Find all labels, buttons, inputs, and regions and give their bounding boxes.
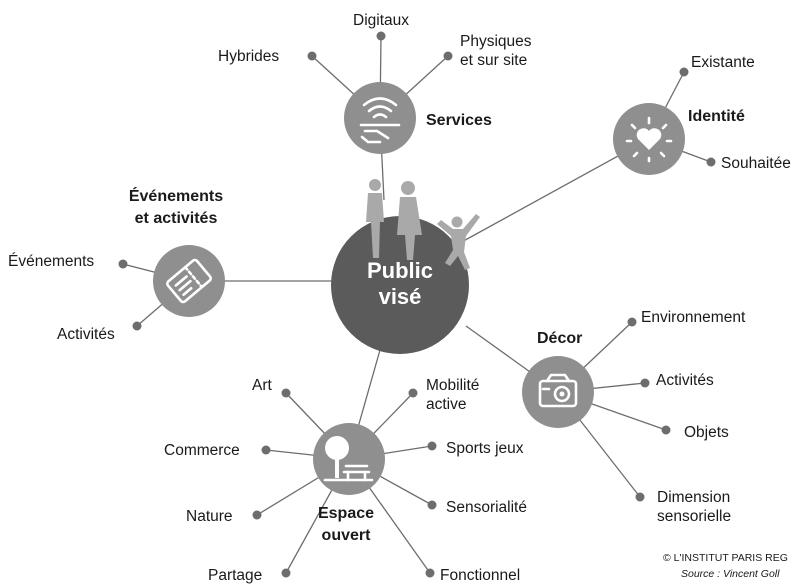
node-dot xyxy=(635,492,645,502)
label-art: Art xyxy=(252,377,273,394)
services-header: Services xyxy=(426,112,492,129)
label-commerce: Commerce xyxy=(164,442,240,459)
label-sensorialite: Sensorialité xyxy=(446,499,527,516)
center-label-line1: Public xyxy=(367,258,433,283)
node-dot xyxy=(132,321,142,331)
node-dot xyxy=(281,568,291,578)
center-node: Public visé xyxy=(331,179,480,354)
credit-line1: © L'INSTITUT PARIS REG xyxy=(663,552,788,564)
node-dot xyxy=(427,441,437,451)
identite-header: Identité xyxy=(688,108,745,125)
node-dot xyxy=(706,157,716,167)
label-partage: Partage xyxy=(208,567,262,584)
label-dimension-line1: Dimension xyxy=(657,489,730,506)
label-digitaux: Digitaux xyxy=(353,12,409,29)
label-dimension-line2: sensorielle xyxy=(657,508,731,525)
evenements-header-line2: et activités xyxy=(135,210,218,227)
label-existante: Existante xyxy=(691,54,755,71)
espace-header-line1: Espace xyxy=(318,505,374,522)
node-dot xyxy=(443,51,453,61)
node-dot xyxy=(427,500,437,510)
label-mobilite-line1: Mobilité xyxy=(426,377,479,394)
node-dot xyxy=(425,568,435,578)
center-circle xyxy=(331,216,469,354)
decor-hub xyxy=(522,356,594,428)
node-dot xyxy=(252,510,262,520)
node-dot xyxy=(640,378,650,388)
label-souhaitee: Souhaitée xyxy=(721,155,791,172)
label-evenements: Événements xyxy=(8,253,94,270)
espace-header-line2: ouvert xyxy=(322,527,372,544)
label-hybrides: Hybrides xyxy=(218,48,279,65)
node-dot xyxy=(281,388,291,398)
label-physiques-line2: et sur site xyxy=(460,52,527,69)
evenements-header-line1: Événements xyxy=(129,186,223,205)
label-mobilite-line2: active xyxy=(426,396,467,413)
label-nature: Nature xyxy=(186,508,233,525)
node-dot xyxy=(408,388,418,398)
label-environnement: Environnement xyxy=(641,309,746,326)
node-dot xyxy=(376,31,386,41)
tree-bench-icon xyxy=(323,436,374,482)
center-label-line2: visé xyxy=(379,284,422,309)
heart-radiating-icon xyxy=(625,116,673,163)
services-node: Services xyxy=(344,82,492,154)
label-physiques-line1: Physiques xyxy=(460,33,532,50)
espace-node: Espace ouvert xyxy=(313,423,385,544)
ticket-icon xyxy=(166,258,212,304)
node-dot xyxy=(261,445,271,455)
label-sports-jeux: Sports jeux xyxy=(446,440,524,457)
decor-header: Décor xyxy=(537,330,582,347)
decor-node: Décor xyxy=(522,330,594,428)
identite-node: Identité xyxy=(613,103,745,175)
label-objets: Objets xyxy=(684,424,729,441)
evenements-node: Événements et activités xyxy=(129,186,225,317)
people-silhouette-icon xyxy=(366,179,480,270)
wifi-service-tray-icon xyxy=(359,97,401,144)
node-dot xyxy=(118,259,128,269)
node-dot xyxy=(307,51,317,61)
camera-icon xyxy=(538,373,578,408)
node-dot xyxy=(661,425,671,435)
credit-line2: Source : Vincent Goll xyxy=(681,568,780,580)
node-dot xyxy=(679,67,689,77)
node-dot xyxy=(627,317,637,327)
label-fonctionnel: Fonctionnel xyxy=(440,567,520,584)
label-activites-decor: Activités xyxy=(656,372,714,389)
espace-hub xyxy=(313,423,385,495)
label-activites-evenements: Activités xyxy=(57,326,115,343)
